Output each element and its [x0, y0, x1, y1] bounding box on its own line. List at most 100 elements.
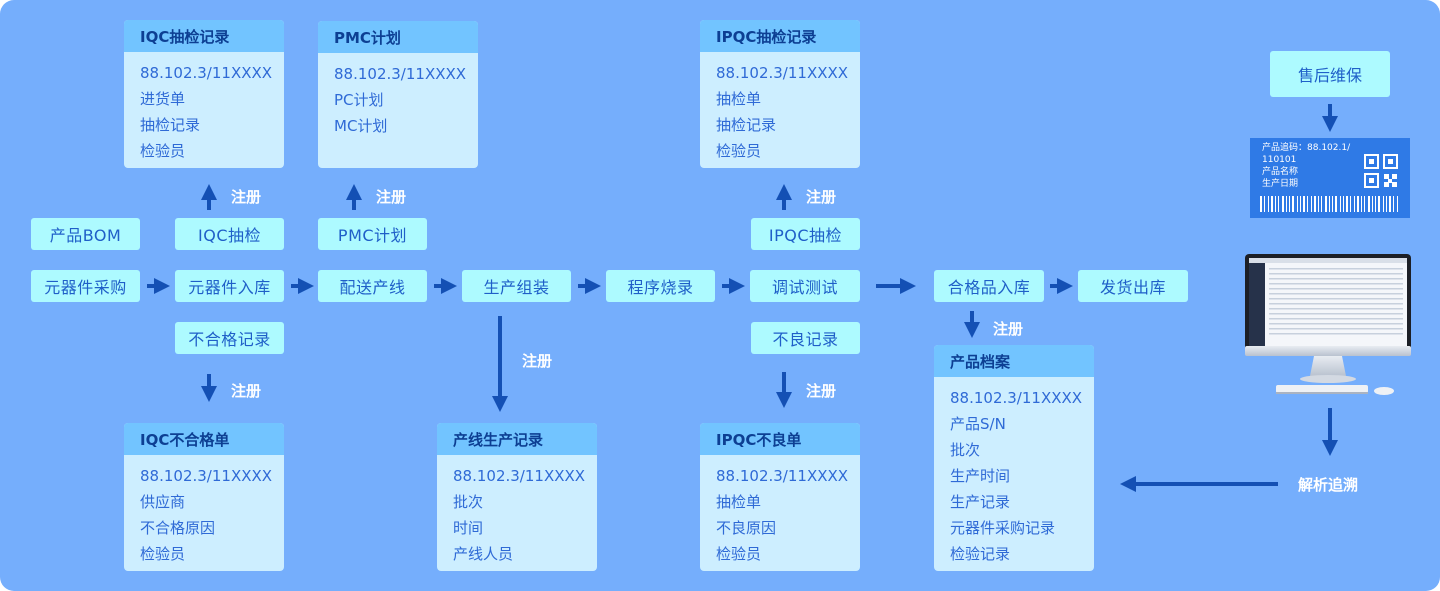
- card-line: 检验员: [716, 545, 762, 563]
- screen-row: [1269, 333, 1403, 335]
- barcode-bar: [1260, 196, 1262, 212]
- card-line: 检验员: [716, 142, 762, 160]
- screen-row: [1269, 278, 1403, 280]
- screen-row: [1269, 293, 1403, 295]
- card-title: IQC不合格单: [124, 423, 284, 455]
- barcode-bar: [1343, 196, 1344, 212]
- card-line: 不合格原因: [140, 519, 216, 537]
- node-unqualified-record: 不合格记录: [175, 322, 284, 354]
- tag-name: 产品名称: [1262, 167, 1299, 177]
- barcode-bar: [1271, 196, 1273, 212]
- barcode-bar: [1393, 196, 1394, 212]
- card-line: 产品S/N: [950, 415, 1006, 433]
- computer-icon: [1245, 254, 1411, 395]
- label-register-ipqc: 注册: [806, 188, 837, 206]
- card-title: IQC抽检记录: [124, 20, 284, 52]
- card-line: 时间: [453, 519, 484, 537]
- barcode-bar: [1278, 196, 1279, 212]
- barcode-bar: [1292, 196, 1294, 212]
- barcode-bar: [1329, 196, 1330, 212]
- node-iqc-check: IQC抽检: [175, 218, 284, 250]
- barcode-bar: [1378, 196, 1380, 212]
- card-title: PMC计划: [318, 21, 478, 53]
- barcode-bar: [1311, 196, 1312, 212]
- card-title: IPQC抽检记录: [700, 20, 860, 52]
- card-line: 抽检单: [716, 493, 762, 511]
- node-warehouse-in: 元器件入库: [175, 270, 284, 302]
- tag-date: 生产日期: [1262, 179, 1299, 189]
- barcode-bar: [1397, 196, 1398, 212]
- card-title: IPQC不良单: [700, 423, 860, 455]
- node-pmc-plan: PMC计划: [318, 218, 427, 250]
- screen-row: [1269, 323, 1403, 325]
- screen-row: [1269, 328, 1403, 330]
- barcode-bar: [1375, 196, 1376, 212]
- barcode-bar: [1332, 196, 1333, 212]
- card-title: 产线生产记录: [437, 423, 597, 455]
- screen-row: [1269, 298, 1403, 300]
- node-defect-record: 不良记录: [751, 322, 860, 354]
- tag-code-cont: 110101: [1262, 155, 1297, 165]
- screen-row: [1269, 308, 1403, 310]
- barcode-bar: [1282, 196, 1284, 212]
- barcode-bar: [1289, 196, 1290, 212]
- node-bom: 产品BOM: [31, 218, 140, 250]
- card-ipqc-record: IPQC抽检记录 88.102.3/11XXXX 抽检单 抽检记录 检验员: [700, 20, 860, 168]
- barcode-bar: [1297, 196, 1298, 212]
- label-register-archive: 注册: [993, 320, 1024, 338]
- barcode-bar: [1300, 196, 1301, 212]
- tag-trace-code: 产品追码：88.102.1/: [1262, 143, 1351, 153]
- card-line: 88.102.3/11XXXX: [140, 467, 273, 485]
- barcode-bar: [1346, 196, 1348, 212]
- barcode-bar: [1275, 196, 1276, 212]
- card-line: 进货单: [140, 90, 186, 108]
- screen-row: [1269, 303, 1403, 305]
- screen-row: [1269, 288, 1403, 290]
- node-ipqc-check: IPQC抽检: [751, 218, 860, 250]
- node-ship-out: 发货出库: [1078, 270, 1188, 302]
- label-register-unqualified: 注册: [231, 382, 262, 400]
- screen-row: [1269, 313, 1403, 315]
- card-iqc-record: IQC抽检记录 88.102.3/11XXXX 进货单 抽检记录 检验员: [124, 20, 284, 168]
- barcode-bar: [1372, 196, 1373, 212]
- card-line: 88.102.3/11XXXX: [334, 65, 467, 83]
- screen-row: [1269, 268, 1403, 270]
- card-line-record: 产线生产记录 88.102.3/11XXXX 批次 时间 产线人员: [437, 423, 597, 571]
- label-register-iqc: 注册: [231, 188, 262, 206]
- label-register-defect: 注册: [806, 382, 837, 400]
- barcode-bar: [1357, 196, 1359, 212]
- barcode-bar: [1389, 196, 1391, 212]
- node-qualified-in: 合格品入库: [934, 270, 1044, 302]
- barcode-bar: [1314, 196, 1316, 212]
- barcode-bar: [1318, 196, 1319, 212]
- barcode-bar: [1335, 196, 1337, 212]
- barcode-bar: [1350, 196, 1351, 212]
- node-debug-test: 调试测试: [750, 270, 860, 302]
- card-line: MC计划: [334, 117, 388, 135]
- barcode-bar: [1321, 196, 1322, 212]
- barcode-bar: [1264, 196, 1265, 212]
- label-register-assembly: 注册: [522, 352, 553, 370]
- card-line: 检验员: [140, 545, 186, 563]
- barcode-bar: [1268, 196, 1269, 212]
- card-line: 抽检记录: [716, 116, 777, 134]
- card-line: 生产时间: [950, 467, 1011, 485]
- barcode-bar: [1386, 196, 1387, 212]
- card-line: 88.102.3/11XXXX: [140, 64, 273, 82]
- card-line: 检验记录: [950, 545, 1011, 563]
- card-line: 生产记录: [950, 493, 1011, 511]
- card-line: 批次: [453, 493, 484, 511]
- label-trace: 解析追溯: [1298, 476, 1359, 494]
- card-product-archive: 产品档案 88.102.3/11XXXX 产品S/N 批次 生产时间 生产记录 …: [934, 345, 1094, 571]
- barcode-bar: [1368, 196, 1370, 212]
- card-line: 88.102.3/11XXXX: [950, 389, 1083, 407]
- barcode-bar: [1286, 196, 1287, 212]
- node-flashing: 程序烧录: [606, 270, 715, 302]
- card-line: 批次: [950, 441, 981, 459]
- screen-row: [1269, 318, 1403, 320]
- card-pmc: PMC计划 88.102.3/11XXXX PC计划 MC计划: [318, 21, 478, 168]
- card-line: 抽检单: [716, 90, 762, 108]
- card-iqc-unqualified: IQC不合格单 88.102.3/11XXXX 供应商 不合格原因 检验员: [124, 423, 284, 571]
